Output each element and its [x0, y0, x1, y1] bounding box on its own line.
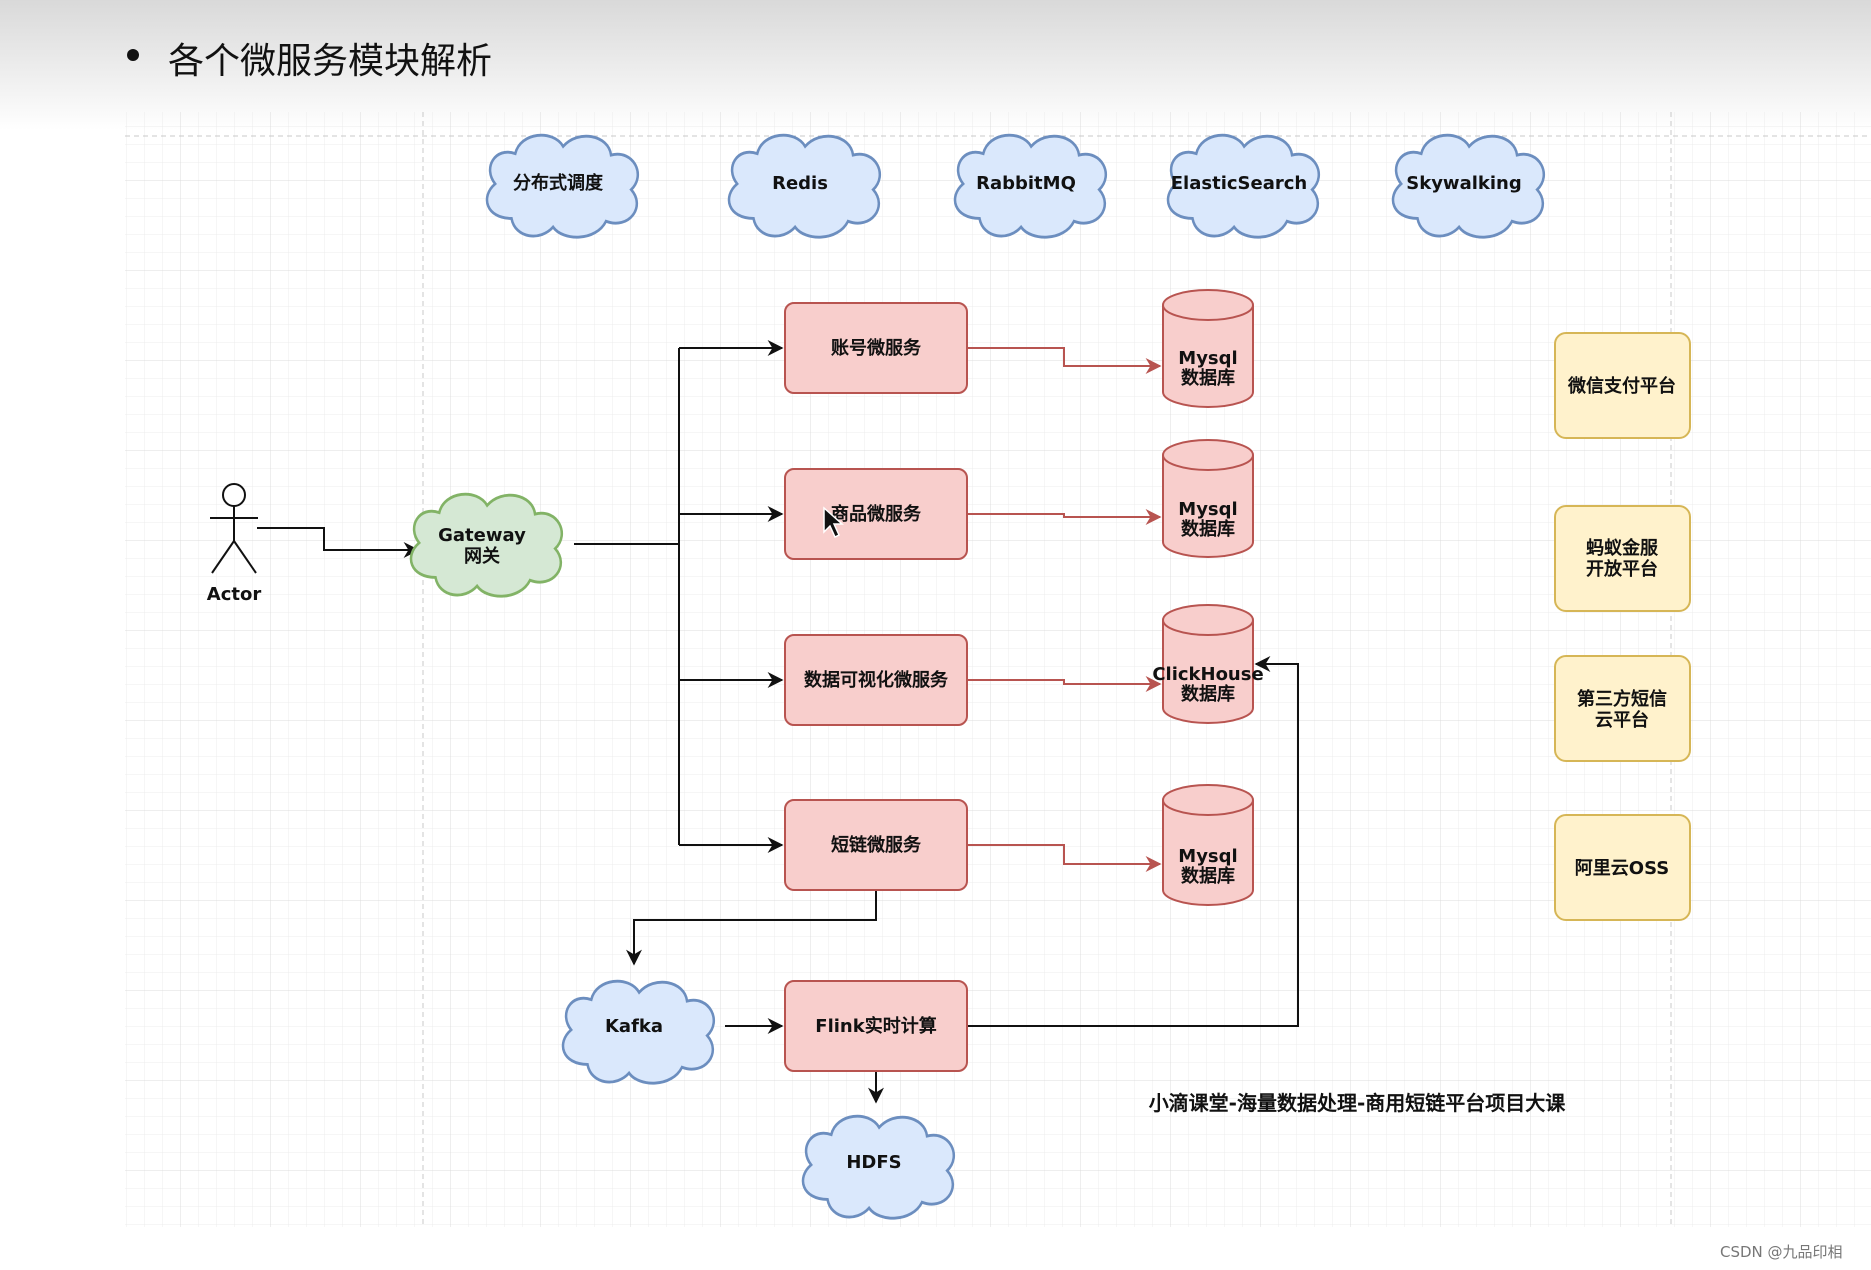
edge-visual-db	[967, 676, 1162, 692]
platform-label: 开放平台	[1586, 558, 1658, 580]
database-cylinder-mysql-3	[1162, 784, 1254, 906]
hdfs-label: HDFS	[846, 1152, 901, 1173]
db-label: 数据库	[1181, 367, 1235, 389]
db-label: 数据库	[1181, 518, 1235, 540]
platform-label: 蚂蚁金服	[1586, 537, 1659, 559]
flink-box	[784, 980, 968, 1072]
db-label: Mysql	[1178, 846, 1237, 867]
cloud-label: ElasticSearch	[1171, 173, 1307, 194]
service-label: 数据可视化微服务	[804, 669, 949, 691]
kafka-label: Kafka	[605, 1016, 663, 1037]
cloud-label: 分布式调度	[513, 172, 604, 194]
edge-flink-clickhouse	[967, 656, 1299, 1027]
slide-header	[0, 0, 1871, 130]
service-label: 账号微服务	[831, 337, 922, 359]
platform-label: 阿里云OSS	[1575, 858, 1669, 879]
database-cylinder-mysql-1	[1162, 289, 1254, 408]
db-label: ClickHouse	[1152, 664, 1263, 685]
connectors	[257, 340, 1299, 1104]
platform-label: 第三方短信	[1577, 688, 1667, 710]
mouse-pointer-icon	[823, 506, 844, 539]
gateway-label: 网关	[464, 545, 500, 567]
database-cylinder-clickhouse	[1162, 604, 1254, 724]
watermark: CSDN @九品印相	[1720, 1243, 1843, 1261]
gateway-label: Gateway	[438, 525, 526, 546]
platform-label: 云平台	[1595, 709, 1649, 731]
service-box-product	[784, 468, 968, 560]
platform-box-sms-cloud	[1554, 655, 1691, 762]
edge-product-db	[967, 509, 1162, 525]
cloud-label: Skywalking	[1406, 173, 1521, 194]
cloud-label: RabbitMQ	[976, 173, 1076, 194]
db-label: Mysql	[1178, 499, 1237, 520]
stick-figure-icon	[210, 483, 258, 574]
platform-box-wechat-pay	[1554, 332, 1691, 439]
service-box-shortlink	[784, 799, 968, 891]
database-cylinder-mysql-2	[1162, 439, 1254, 558]
platform-label: 微信支付平台	[1567, 375, 1676, 397]
flink-label: Flink实时计算	[815, 1015, 936, 1037]
slide-title: 各个微服务模块解析	[168, 41, 493, 82]
service-box-account	[784, 302, 968, 394]
service-box-visualization	[784, 634, 968, 726]
course-caption: 小滴课堂-海量数据处理-商用短链平台项目大课	[1149, 1091, 1567, 1115]
service-label: 商品微服务	[831, 503, 922, 525]
edge-shortlink-kafka	[626, 890, 877, 966]
edge-account-db	[967, 347, 1162, 374]
db-label: Mysql	[1178, 348, 1237, 369]
service-label: 短链微服务	[831, 834, 922, 856]
edge-actor-gateway	[257, 527, 420, 558]
db-label: 数据库	[1181, 683, 1235, 705]
platform-box-ant-financial	[1554, 505, 1691, 612]
cloud-label: Redis	[772, 173, 828, 194]
edge-shortlink-db	[967, 844, 1162, 872]
actor-label: Actor	[207, 584, 262, 605]
platform-box-aliyun-oss	[1554, 814, 1691, 921]
db-label: 数据库	[1181, 865, 1235, 887]
bullet-dot-icon	[127, 49, 139, 61]
